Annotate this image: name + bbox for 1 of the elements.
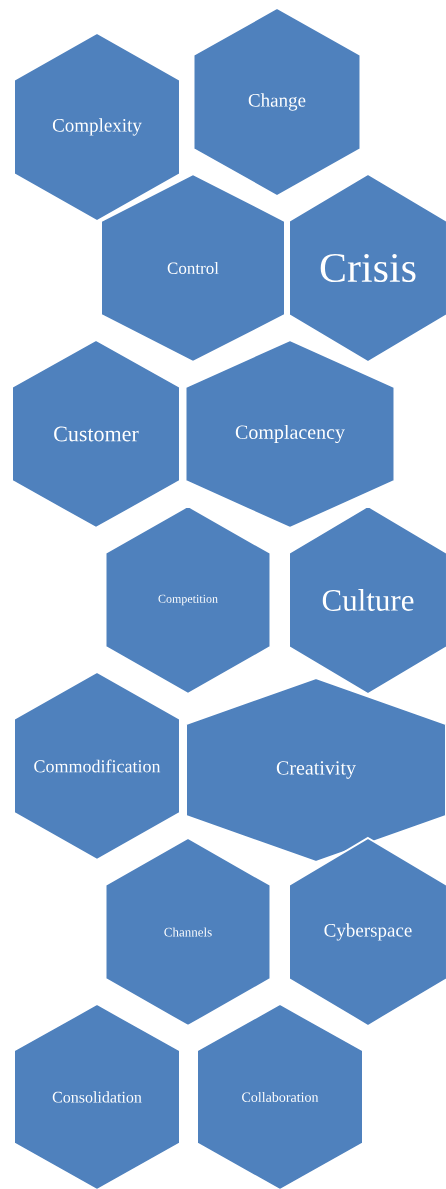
node-label: Cyberspace <box>324 923 412 941</box>
